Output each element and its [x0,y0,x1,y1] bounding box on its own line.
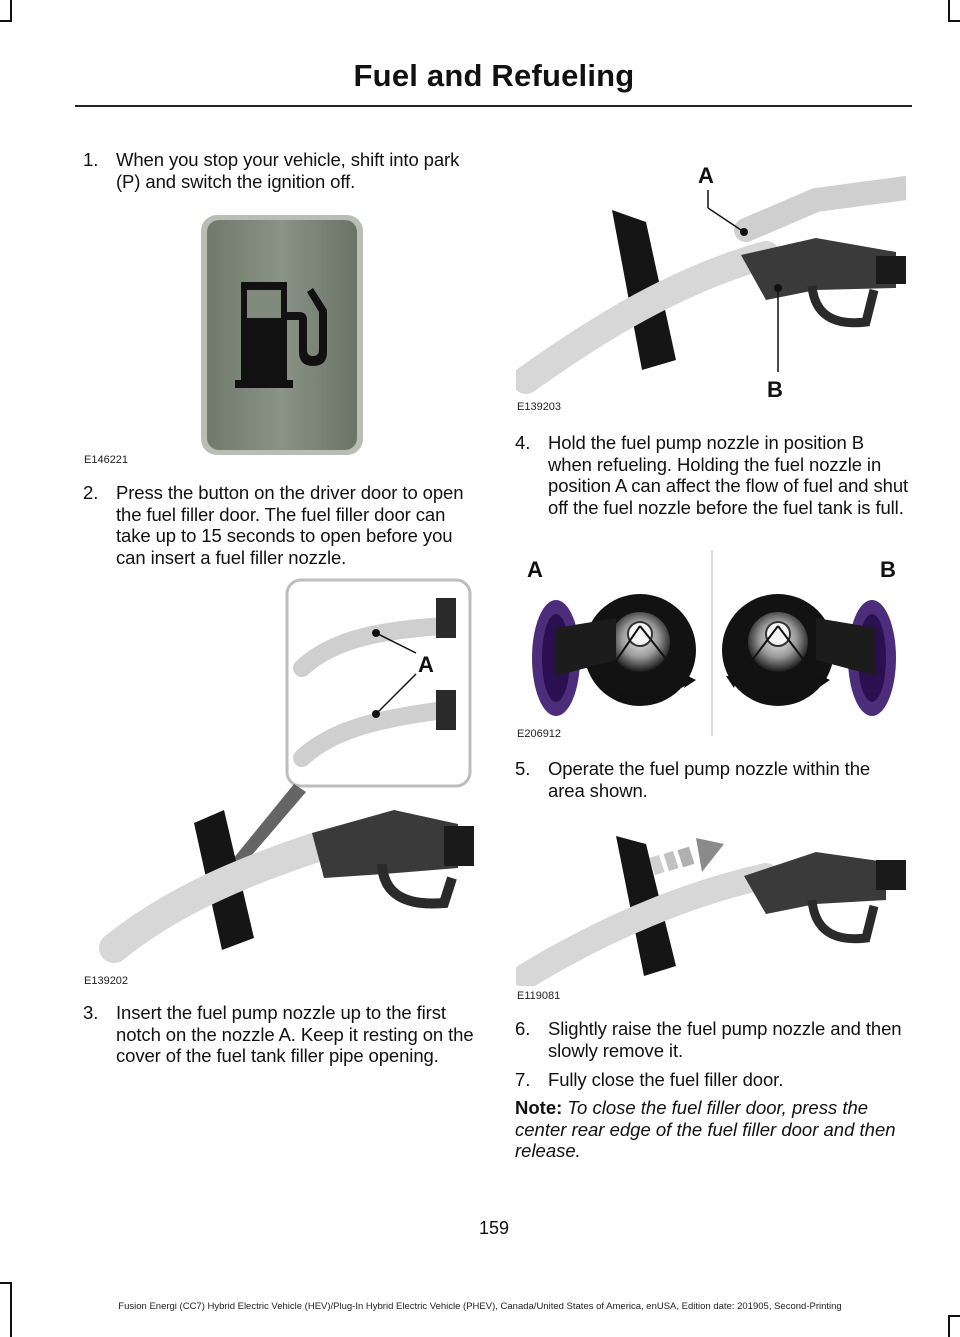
page-number: 159 [478,1218,510,1238]
step-text: Insert the fuel pump nozzle up to the fi… [116,1002,474,1066]
figure-code: E139202 [84,975,129,987]
figure-code: E206912 [517,728,562,740]
step-number: 4. [515,432,531,453]
fuel-door-button-figure [197,212,367,457]
step-number: 1. [83,149,99,170]
footer-text: Fusion Energi (CC7) Hybrid Electric Vehi… [118,1301,842,1312]
callout-b: B [880,557,896,582]
note-label: Note: [515,1097,563,1118]
step-number: 6. [515,1018,531,1039]
crop-mark [948,1315,960,1317]
figure-code: E146221 [84,454,129,466]
callout-a: A [418,652,434,677]
step-text: Operate the fuel pump nozzle within the … [548,758,871,801]
crop-mark [10,0,12,22]
callout-a: A [698,163,714,188]
step-text: Hold the fuel pump nozzle in position B … [548,432,909,518]
crop-mark [10,1282,12,1337]
note: Note: To close the fuel filler door, pre… [515,1097,910,1162]
step-text: Fully close the fuel filler door. [548,1069,784,1090]
crop-mark [0,1282,12,1284]
nozzle-notch-figure [84,578,474,983]
nozzle-positions-figure [516,160,906,400]
crop-mark [948,20,960,22]
step-number: 7. [515,1069,531,1090]
step-text: When you stop your vehicle, shift into p… [116,149,460,192]
header-rule [75,105,912,107]
step-7: 7. Fully close the fuel filler door. [515,1069,910,1091]
step-number: 3. [83,1002,99,1023]
page-title: Fuel and Refueling [353,58,635,93]
step-6: 6. Slightly raise the fuel pump nozzle a… [515,1018,910,1061]
step-3: 3. Insert the fuel pump nozzle up to the… [83,1002,478,1067]
crop-mark [948,1315,950,1337]
arrow-icon [649,838,724,876]
filler-cap-views-figure [516,548,908,738]
step-5: 5. Operate the fuel pump nozzle within t… [515,758,910,801]
crop-mark [948,0,950,22]
callout-a: A [527,557,543,582]
figure-code: E119081 [517,990,561,1002]
step-number: 2. [83,482,99,503]
note-text: To close the fuel filler door, press the… [515,1097,896,1161]
step-text: Slightly raise the fuel pump nozzle and … [548,1018,902,1061]
step-4: 4. Hold the fuel pump nozzle in position… [515,432,910,518]
crop-mark [0,20,12,22]
fuel-pump-icon [235,282,327,388]
callout-b: B [767,377,783,402]
figure-code: E139203 [517,401,562,413]
step-1: 1. When you stop your vehicle, shift int… [83,149,478,192]
nozzle-area-figure [516,816,906,986]
step-2: 2. Press the button on the driver door t… [83,482,478,568]
step-text: Press the button on the driver door to o… [116,482,464,568]
step-number: 5. [515,758,531,779]
